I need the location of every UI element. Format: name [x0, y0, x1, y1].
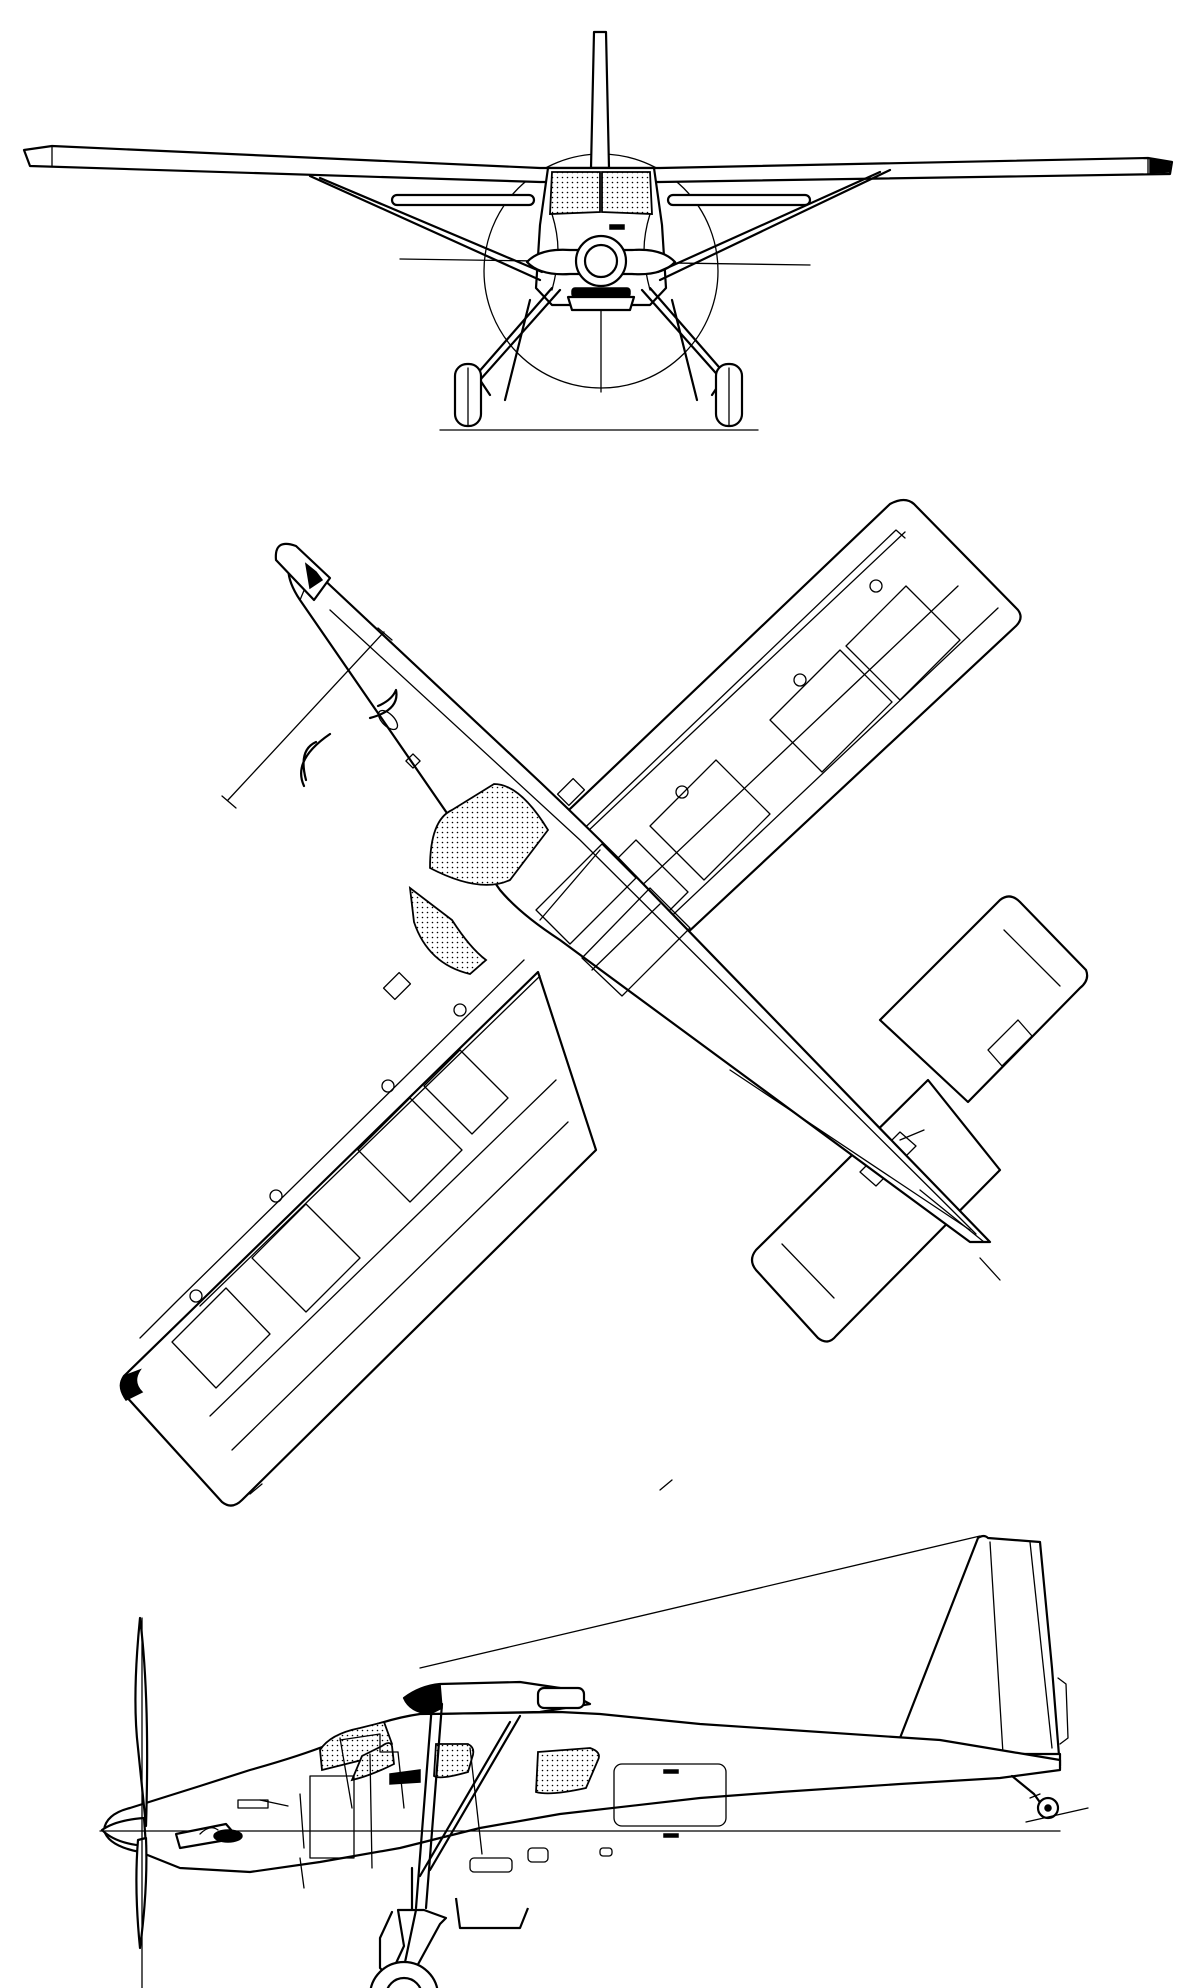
flap-rail-left [390, 193, 536, 207]
propeller-side [134, 1616, 149, 1828]
wing-strut-side [414, 1702, 444, 1910]
horizontal-stabilizer-plan [750, 895, 1089, 1343]
windscreen-front [549, 171, 601, 215]
vertical-fin-side [898, 1534, 1062, 1772]
top-view [119, 498, 1089, 1507]
wing-strut-left [308, 174, 544, 282]
wing-strut-right [656, 168, 892, 282]
vertical-fin [589, 30, 611, 170]
propeller-axis [227, 631, 385, 801]
cockpit-door [309, 1775, 355, 1859]
wing-left-plan [119, 959, 598, 1507]
side-view [99, 1534, 1089, 1988]
spinner-front [574, 234, 628, 288]
cargo-door [613, 1763, 727, 1827]
fuselage-plan [287, 558, 992, 1244]
flap-rail-right [666, 193, 812, 207]
main-wheel [369, 1960, 439, 1988]
front-view [22, 30, 1174, 431]
wing-right-plan [548, 498, 1022, 966]
main-gear-left [468, 286, 562, 397]
spinner-plan [274, 542, 332, 602]
canopy-glazing-plan [429, 783, 550, 886]
spinner-side [100, 1816, 148, 1848]
